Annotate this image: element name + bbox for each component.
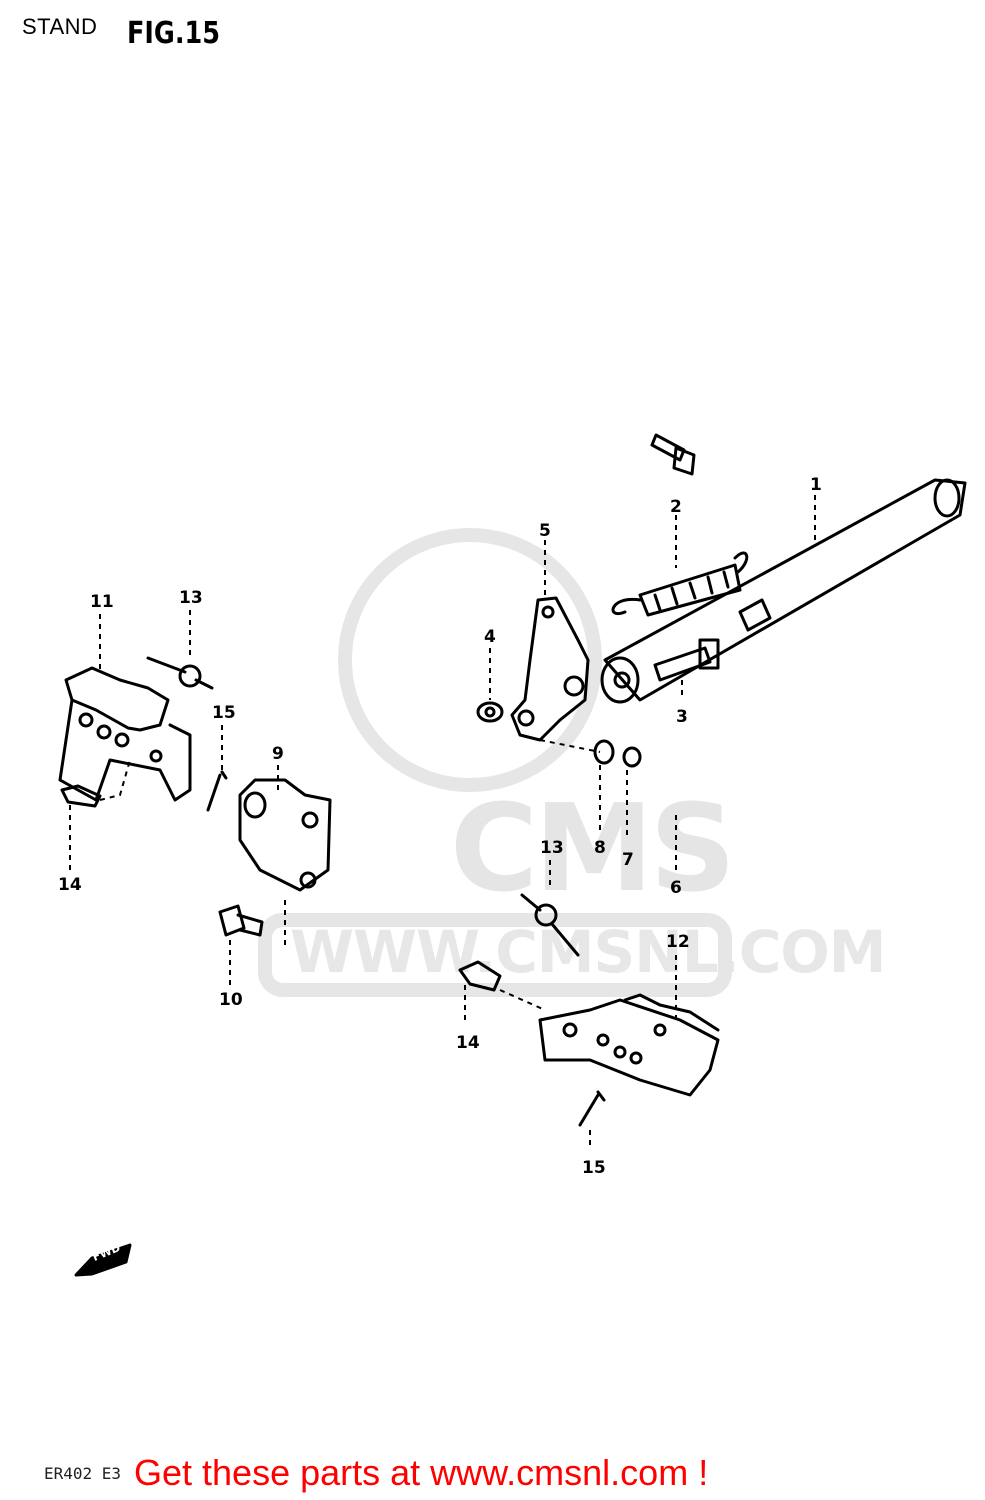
nut-4-part [476, 701, 504, 723]
callout-13b: 13 [540, 838, 564, 858]
callout-13a: 13 [179, 588, 203, 608]
watermark-logo [258, 528, 732, 997]
callout-15a: 15 [212, 703, 236, 723]
watermark-url: WWW.CMSNL.COM [290, 918, 886, 986]
callout-2: 2 [670, 497, 682, 517]
footer-cta-link[interactable]: Get these parts at www.cmsnl.com ! [134, 1452, 709, 1493]
callout-11: 11 [90, 592, 114, 612]
callout-14a: 14 [58, 875, 82, 895]
callout-7: 7 [622, 850, 634, 870]
callout-9: 9 [272, 744, 284, 764]
callout-4: 4 [484, 627, 496, 647]
section-title: STAND [22, 14, 98, 39]
spring-13b-part [520, 893, 580, 957]
footrest-12-part [538, 993, 720, 1097]
callout-15b: 15 [582, 1158, 606, 1178]
bolt-10-part [218, 904, 264, 937]
lockwasher-7-part [622, 746, 642, 768]
footer-code: ER402 E3 [44, 1464, 122, 1483]
side-stand-part [600, 478, 967, 704]
callout-12: 12 [666, 932, 690, 952]
spring-13a-part [146, 656, 214, 690]
figure-label: FIG.15 [127, 16, 221, 51]
callout-6: 6 [670, 878, 682, 898]
callout-8: 8 [594, 838, 606, 858]
callout-5: 5 [539, 521, 551, 541]
callout-14b: 14 [456, 1033, 480, 1053]
footrest-11-part [58, 666, 192, 802]
washer-8-part [593, 739, 615, 765]
bracket-9-part [238, 778, 332, 892]
callout-10: 10 [219, 990, 243, 1010]
bolt-3-part [653, 638, 720, 682]
spring-part [611, 551, 749, 617]
pin-15a-part [206, 770, 228, 812]
callout-1: 1 [810, 475, 822, 495]
bolt-6-part [650, 433, 696, 476]
watermark-brand: CMS [450, 780, 736, 919]
pin-15b-part [578, 1090, 606, 1127]
bracket-part [510, 596, 590, 742]
callout-3: 3 [676, 707, 688, 727]
fwd-arrow-icon [74, 1243, 132, 1277]
pin-14a-part [60, 784, 102, 808]
pin-14b-part [458, 960, 502, 992]
